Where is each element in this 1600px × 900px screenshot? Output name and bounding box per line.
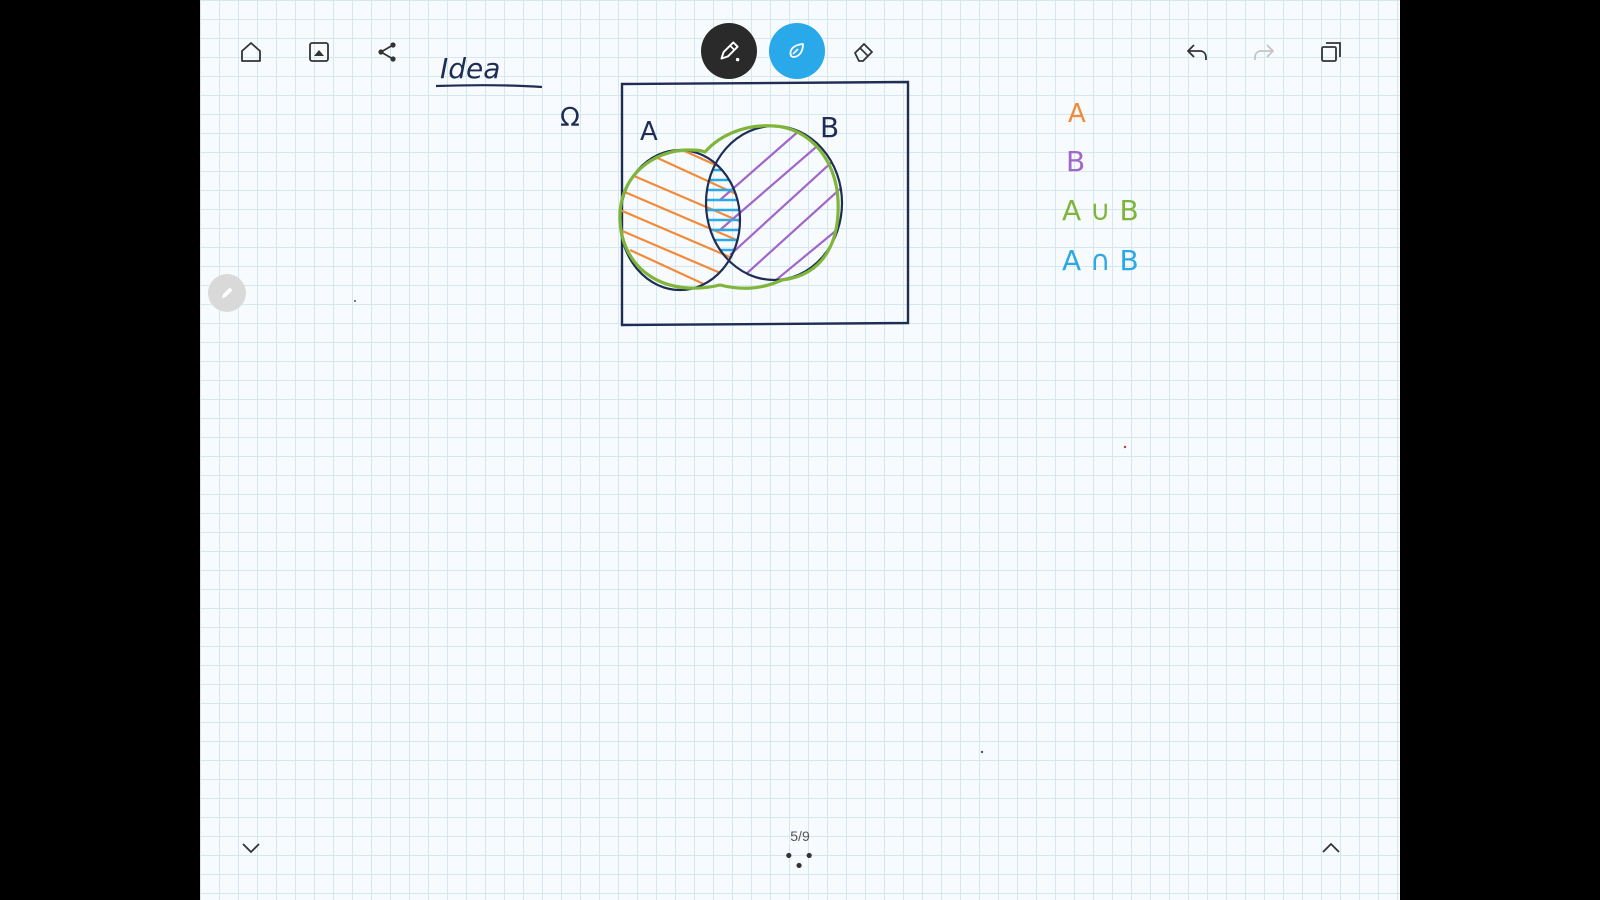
home-icon[interactable]	[233, 34, 269, 70]
ink-drawing: Idea Ω	[354, 52, 1139, 754]
legend-a: A	[1068, 99, 1086, 129]
redo-icon[interactable]	[1246, 34, 1282, 70]
set-b-hatching	[719, 129, 842, 280]
side-panel-handle[interactable]	[208, 274, 246, 312]
page-indicator: 5/9	[790, 828, 810, 844]
more-options-button[interactable]: • • •	[783, 846, 817, 877]
omega-symbol: Ω	[560, 103, 580, 133]
notebook-page[interactable]: Idea Ω	[200, 0, 1400, 900]
chevron-down-icon[interactable]	[233, 830, 269, 866]
idea-heading: Idea	[440, 52, 500, 85]
highlighter-icon[interactable]	[769, 23, 825, 79]
share-icon[interactable]	[369, 34, 405, 70]
intersection-hatching	[706, 158, 740, 252]
union-outline	[618, 124, 840, 290]
circle-b	[704, 124, 844, 282]
pencil-icon	[221, 287, 233, 299]
circle-a	[618, 148, 742, 292]
undo-icon[interactable]	[1179, 34, 1215, 70]
idea-underline	[435, 84, 543, 89]
set-b-label: B	[820, 111, 839, 144]
image-icon[interactable]	[301, 34, 337, 70]
eraser-icon[interactable]	[846, 33, 882, 69]
legend-intersection: A ∩ B	[1062, 244, 1139, 277]
set-a-label: A	[640, 117, 658, 147]
set-a-hatching	[620, 150, 740, 290]
legend: A B A ∪ B A ∩ B	[1062, 99, 1139, 277]
legend-union: A ∪ B	[1062, 194, 1139, 227]
pen-icon[interactable]	[701, 23, 757, 79]
chevron-up-icon[interactable]	[1313, 830, 1349, 866]
sample-space-box	[620, 80, 910, 327]
legend-b: B	[1066, 145, 1085, 178]
fullscreen-icon[interactable]	[1313, 34, 1349, 70]
